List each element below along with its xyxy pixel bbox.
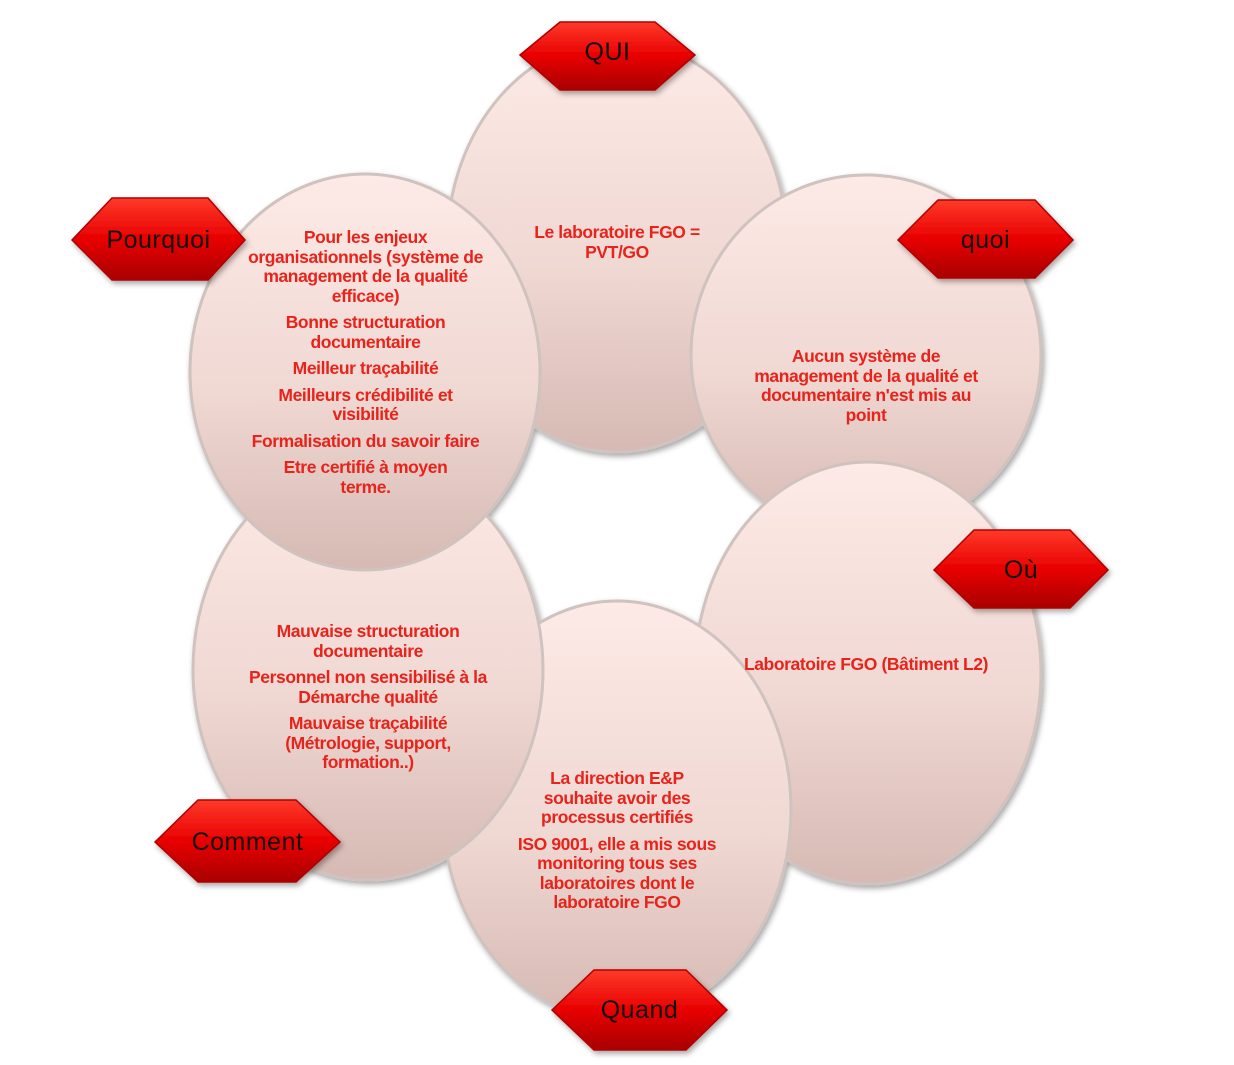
circle-pourquoi xyxy=(188,172,542,572)
pourquoi-paragraph: Etre certifié à moyen terme. xyxy=(283,457,448,497)
quoi-paragraph: Aucun système de management de la qualit… xyxy=(754,346,978,425)
hexagon-qui xyxy=(518,21,697,91)
pourquoi-paragraph: Formalisation du savoir faire xyxy=(251,430,480,451)
pourquoi-paragraph: Meilleurs crédibilité et visibilité xyxy=(278,384,453,424)
comment-paragraph: Mauvaise traçabilité (Métrologie, suppor… xyxy=(285,713,451,772)
comment-paragraph: Personnel non sensibilisé à la Démarche … xyxy=(249,667,487,707)
quand-text: La direction E&P souhaite avoir des proc… xyxy=(500,768,734,920)
pourquoi-paragraph: Bonne structuration documentaire xyxy=(285,312,446,352)
hexagon-quand xyxy=(550,969,729,1051)
pourquoi-paragraph: Pour les enjeux organisationnels (systèm… xyxy=(248,227,483,306)
label-qui: QUI xyxy=(584,38,631,66)
label-quoi: quoi xyxy=(960,226,1011,254)
hexagon-comment xyxy=(153,799,342,883)
quand-paragraph: La direction E&P souhaite avoir des proc… xyxy=(541,768,693,827)
quand-paragraph: ISO 9001, elle a mis sous monitoring tou… xyxy=(517,833,717,912)
pourquoi-text: Pour les enjeux organisationnels (systèm… xyxy=(243,227,488,504)
ou-paragraph: Laboratoire FGO (Bâtiment L2) xyxy=(743,654,989,674)
quoi-text: Aucun système de management de la qualit… xyxy=(741,346,991,432)
qui-text: Le laboratoire FGO = PVT/GO xyxy=(512,222,722,269)
pourquoi-paragraph: Meilleur traçabilité xyxy=(292,358,439,378)
hexagon-pourquoi xyxy=(70,197,247,281)
ou-text: Laboratoire FGO (Bâtiment L2) xyxy=(738,654,994,682)
hexagon-quoi xyxy=(896,199,1075,279)
qui-paragraph: Le laboratoire FGO = PVT/GO xyxy=(534,222,700,262)
comment-text: Mauvaise structuration documentaire Pers… xyxy=(246,621,490,780)
comment-paragraph: Mauvaise structuration documentaire xyxy=(276,621,460,661)
label-comment: Comment xyxy=(191,828,304,856)
hexagon-ou xyxy=(932,529,1110,609)
label-quand: Quand xyxy=(600,996,679,1024)
label-pourquoi: Pourquoi xyxy=(106,226,211,254)
label-ou: Où xyxy=(1003,556,1039,584)
